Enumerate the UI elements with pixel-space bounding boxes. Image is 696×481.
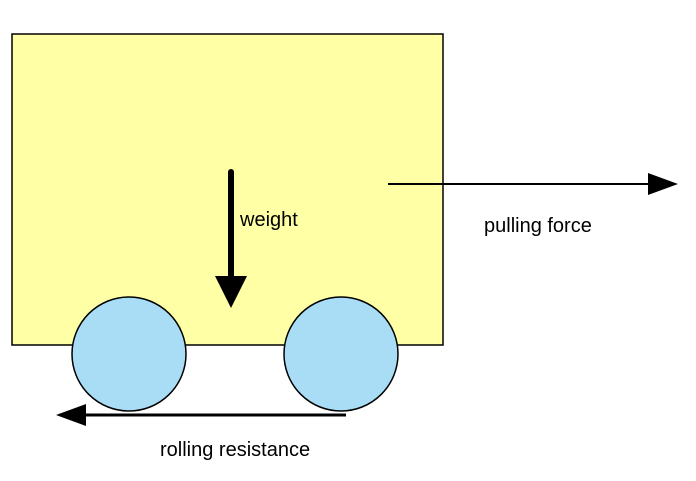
weight-label: weight bbox=[240, 209, 298, 231]
pulling-force-arrow bbox=[388, 173, 678, 195]
rolling-resistance-label: rolling resistance bbox=[160, 439, 311, 461]
rolling-resistance-arrow bbox=[56, 404, 346, 426]
front-wheel bbox=[71, 296, 187, 412]
weight-arrow bbox=[215, 169, 247, 308]
pulling-force-label: pulling force bbox=[484, 215, 592, 237]
rear-wheel bbox=[283, 296, 399, 412]
